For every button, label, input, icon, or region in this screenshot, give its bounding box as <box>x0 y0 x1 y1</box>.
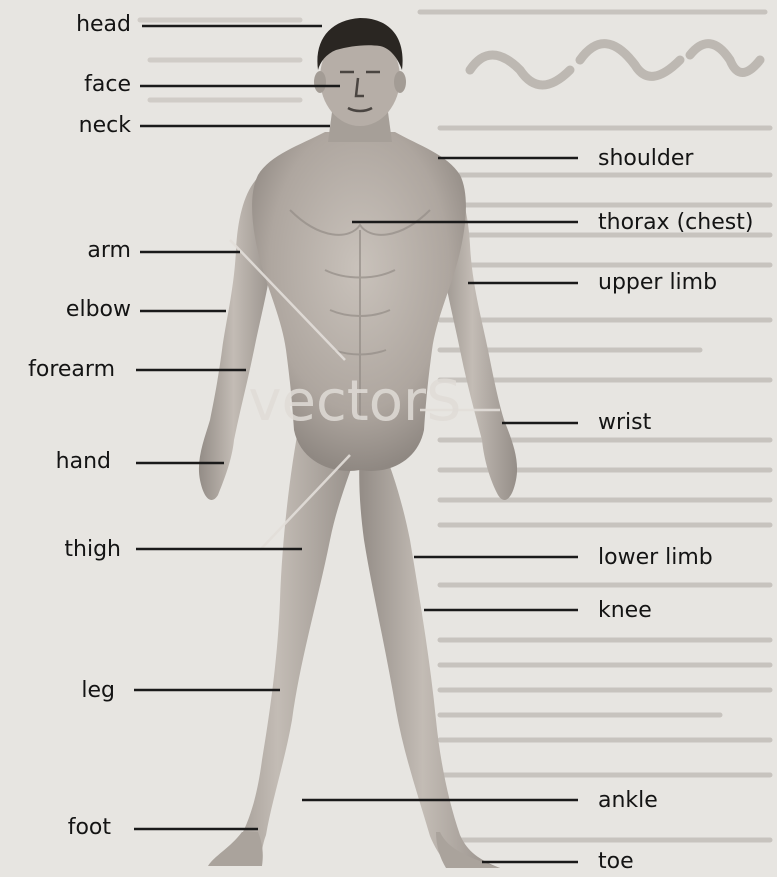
label-lower-limb: lower limb <box>598 545 768 571</box>
watermark-text: vectorS <box>248 369 461 434</box>
left-ear-shape <box>314 71 326 93</box>
label-leg: leg <box>20 678 115 704</box>
label-wrist: wrist <box>598 410 768 436</box>
label-toe: toe <box>598 849 768 875</box>
right-leg-shape <box>359 440 500 868</box>
label-upper-limb: upper limb <box>598 270 768 296</box>
label-neck: neck <box>36 113 131 139</box>
left-foot-shape <box>208 832 263 866</box>
label-thigh: thigh <box>16 537 121 563</box>
label-head: head <box>36 12 131 38</box>
label-forearm: forearm <box>4 357 115 383</box>
label-ankle: ankle <box>598 788 768 814</box>
label-foot: foot <box>16 815 111 841</box>
label-knee: knee <box>598 598 768 624</box>
label-arm: arm <box>36 238 131 264</box>
label-face: face <box>36 72 131 98</box>
label-hand: hand <box>16 449 111 475</box>
right-ear-shape <box>394 71 406 93</box>
faded-heading-glyphs <box>470 44 760 85</box>
label-shoulder: shoulder <box>598 146 768 172</box>
label-elbow: elbow <box>20 297 131 323</box>
label-thorax-chest: thorax (chest) <box>598 210 774 236</box>
